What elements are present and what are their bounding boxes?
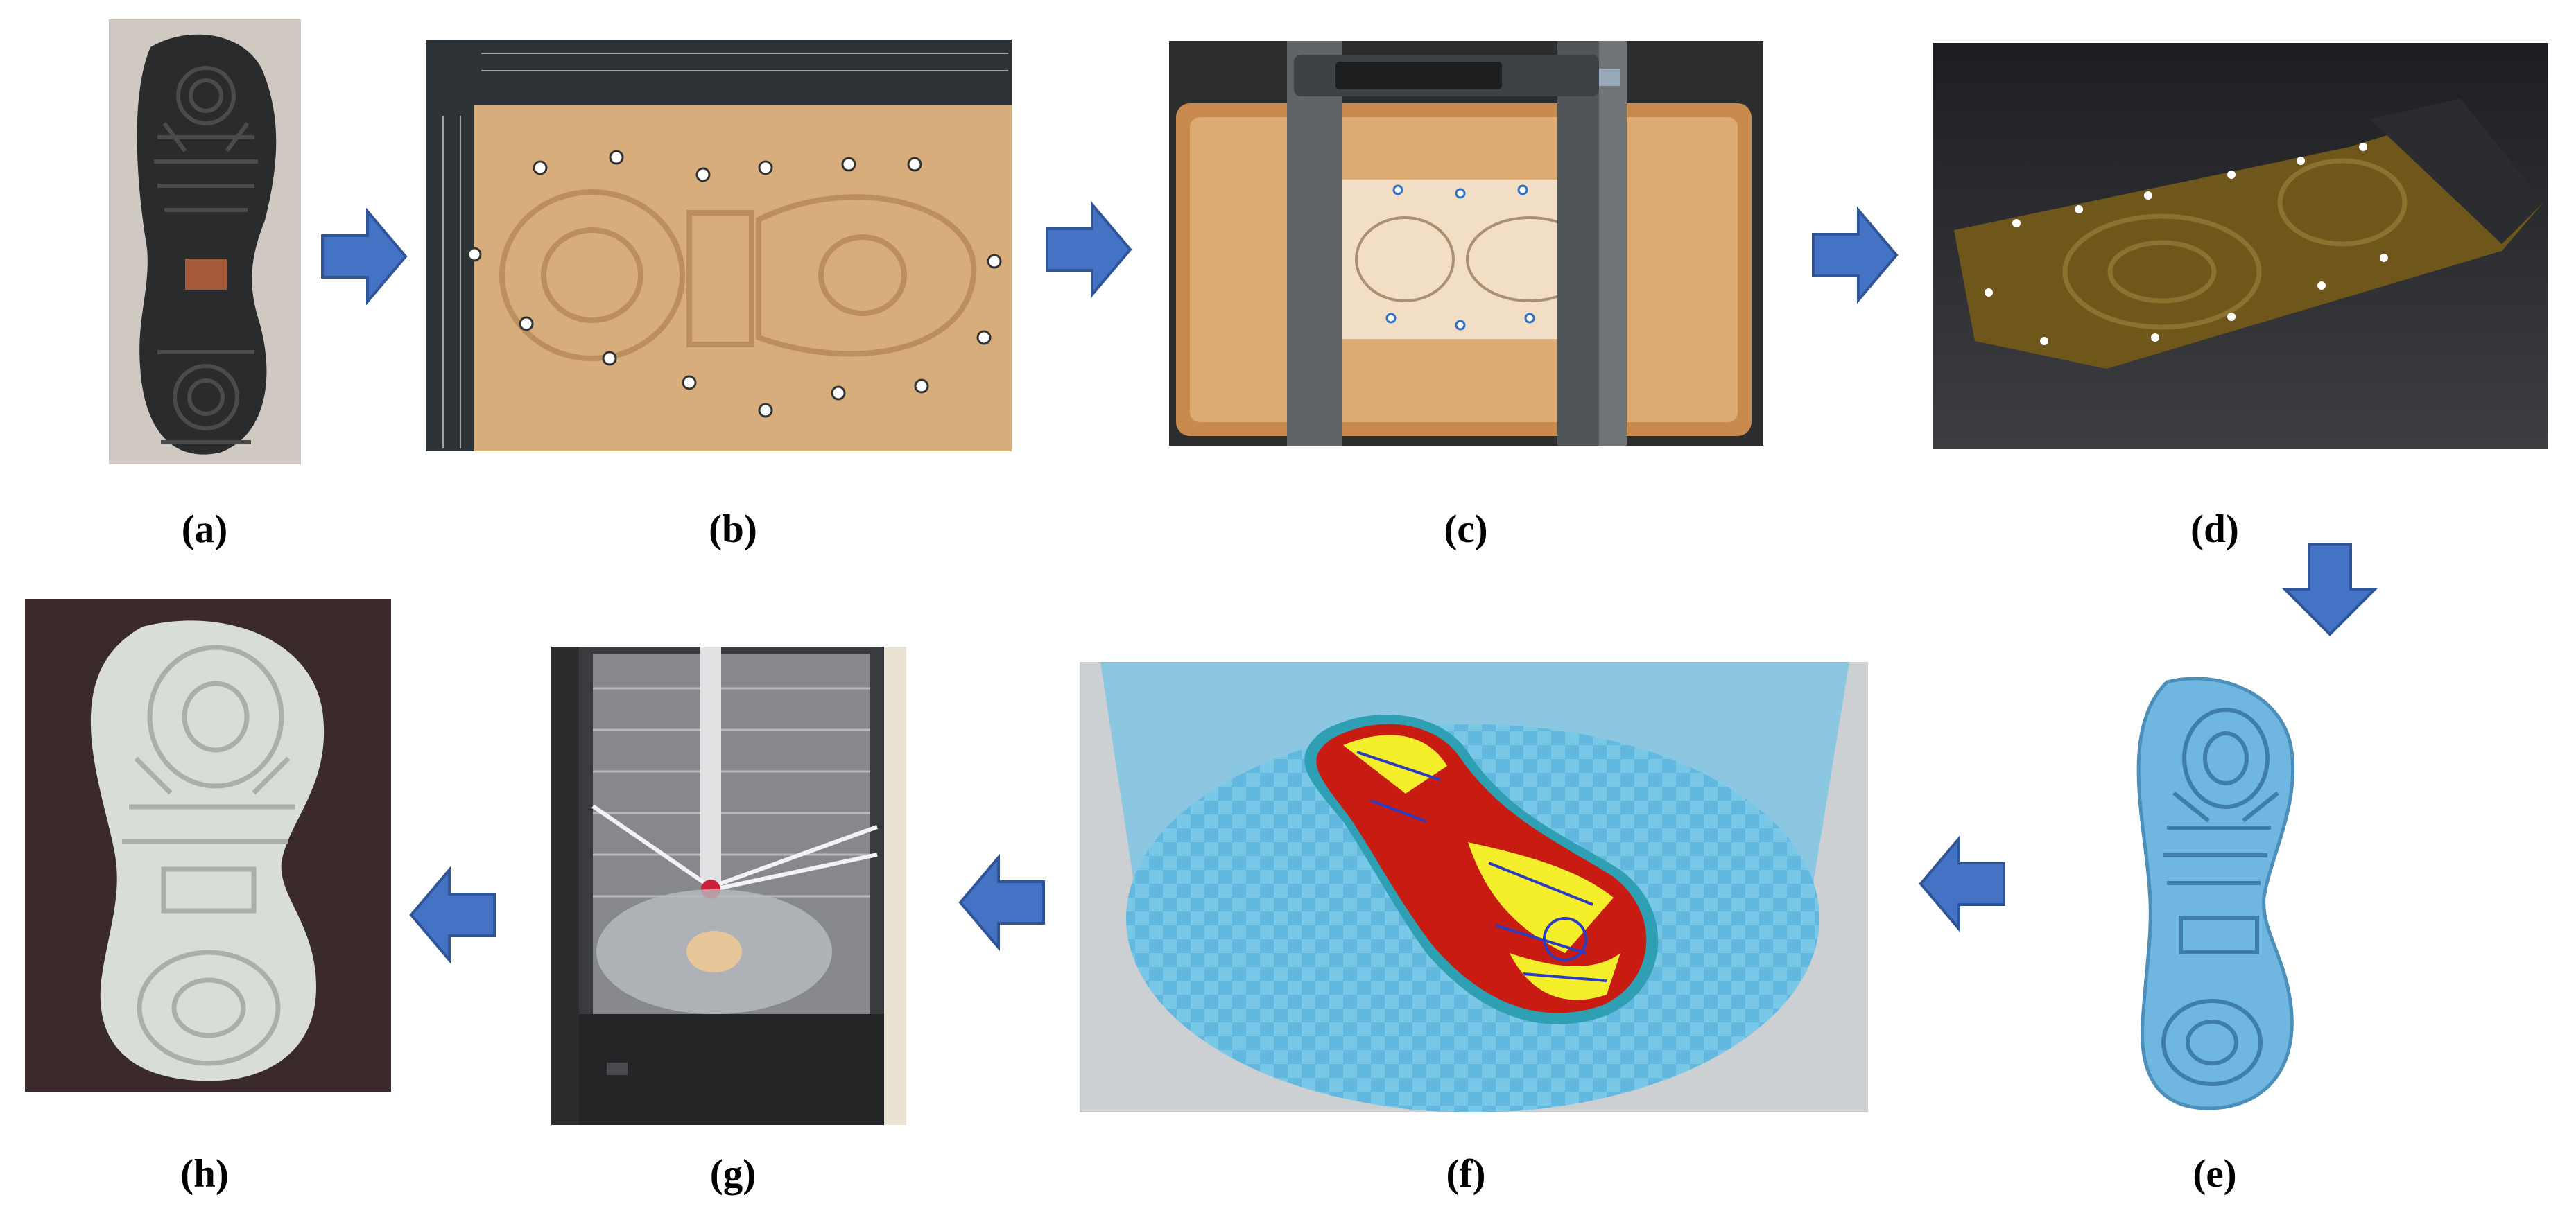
caption-d: (d): [2190, 507, 2239, 551]
panel-f-slicer-preview: [1080, 662, 1868, 1112]
panel-e-cad-sole-model: [2111, 668, 2317, 1115]
printed-sole-image: [25, 599, 391, 1092]
panel-b-sand-imprint-photo: [426, 40, 1012, 451]
panel-d-3d-scan-render: [1933, 43, 2548, 449]
slicer-preview-image: [1080, 662, 1868, 1112]
panel-h-printed-sole-photo: [25, 599, 391, 1092]
caption-h: (h): [180, 1152, 229, 1196]
arrow-right-icon: [319, 208, 409, 305]
panel-a-boot-sole-photo: [109, 19, 301, 464]
arrow-left-icon: [408, 866, 498, 963]
panel-g-3d-printer-photo: [551, 647, 906, 1125]
scan-render-image: [1933, 43, 2548, 449]
panel-c-scanner-rig-photo: [1169, 41, 1763, 446]
arrow-right-icon: [1044, 201, 1134, 298]
cad-sole-image: [2111, 668, 2317, 1115]
caption-c: (c): [1444, 507, 1488, 551]
caption-g: (g): [709, 1152, 757, 1196]
sand-imprint-image: [426, 40, 1012, 451]
scanner-rig-image: [1169, 41, 1763, 446]
boot-sole-image: [109, 19, 301, 464]
caption-e: (e): [2193, 1152, 2237, 1196]
caption-f: (f): [1446, 1152, 1486, 1196]
arrow-down-icon: [2281, 541, 2378, 638]
arrow-left-icon: [957, 854, 1047, 951]
caption-b: (b): [709, 507, 757, 551]
arrow-left-icon: [1917, 835, 2007, 932]
printer-image: [551, 647, 906, 1125]
arrow-right-icon: [1810, 207, 1900, 304]
caption-a: (a): [181, 507, 228, 551]
